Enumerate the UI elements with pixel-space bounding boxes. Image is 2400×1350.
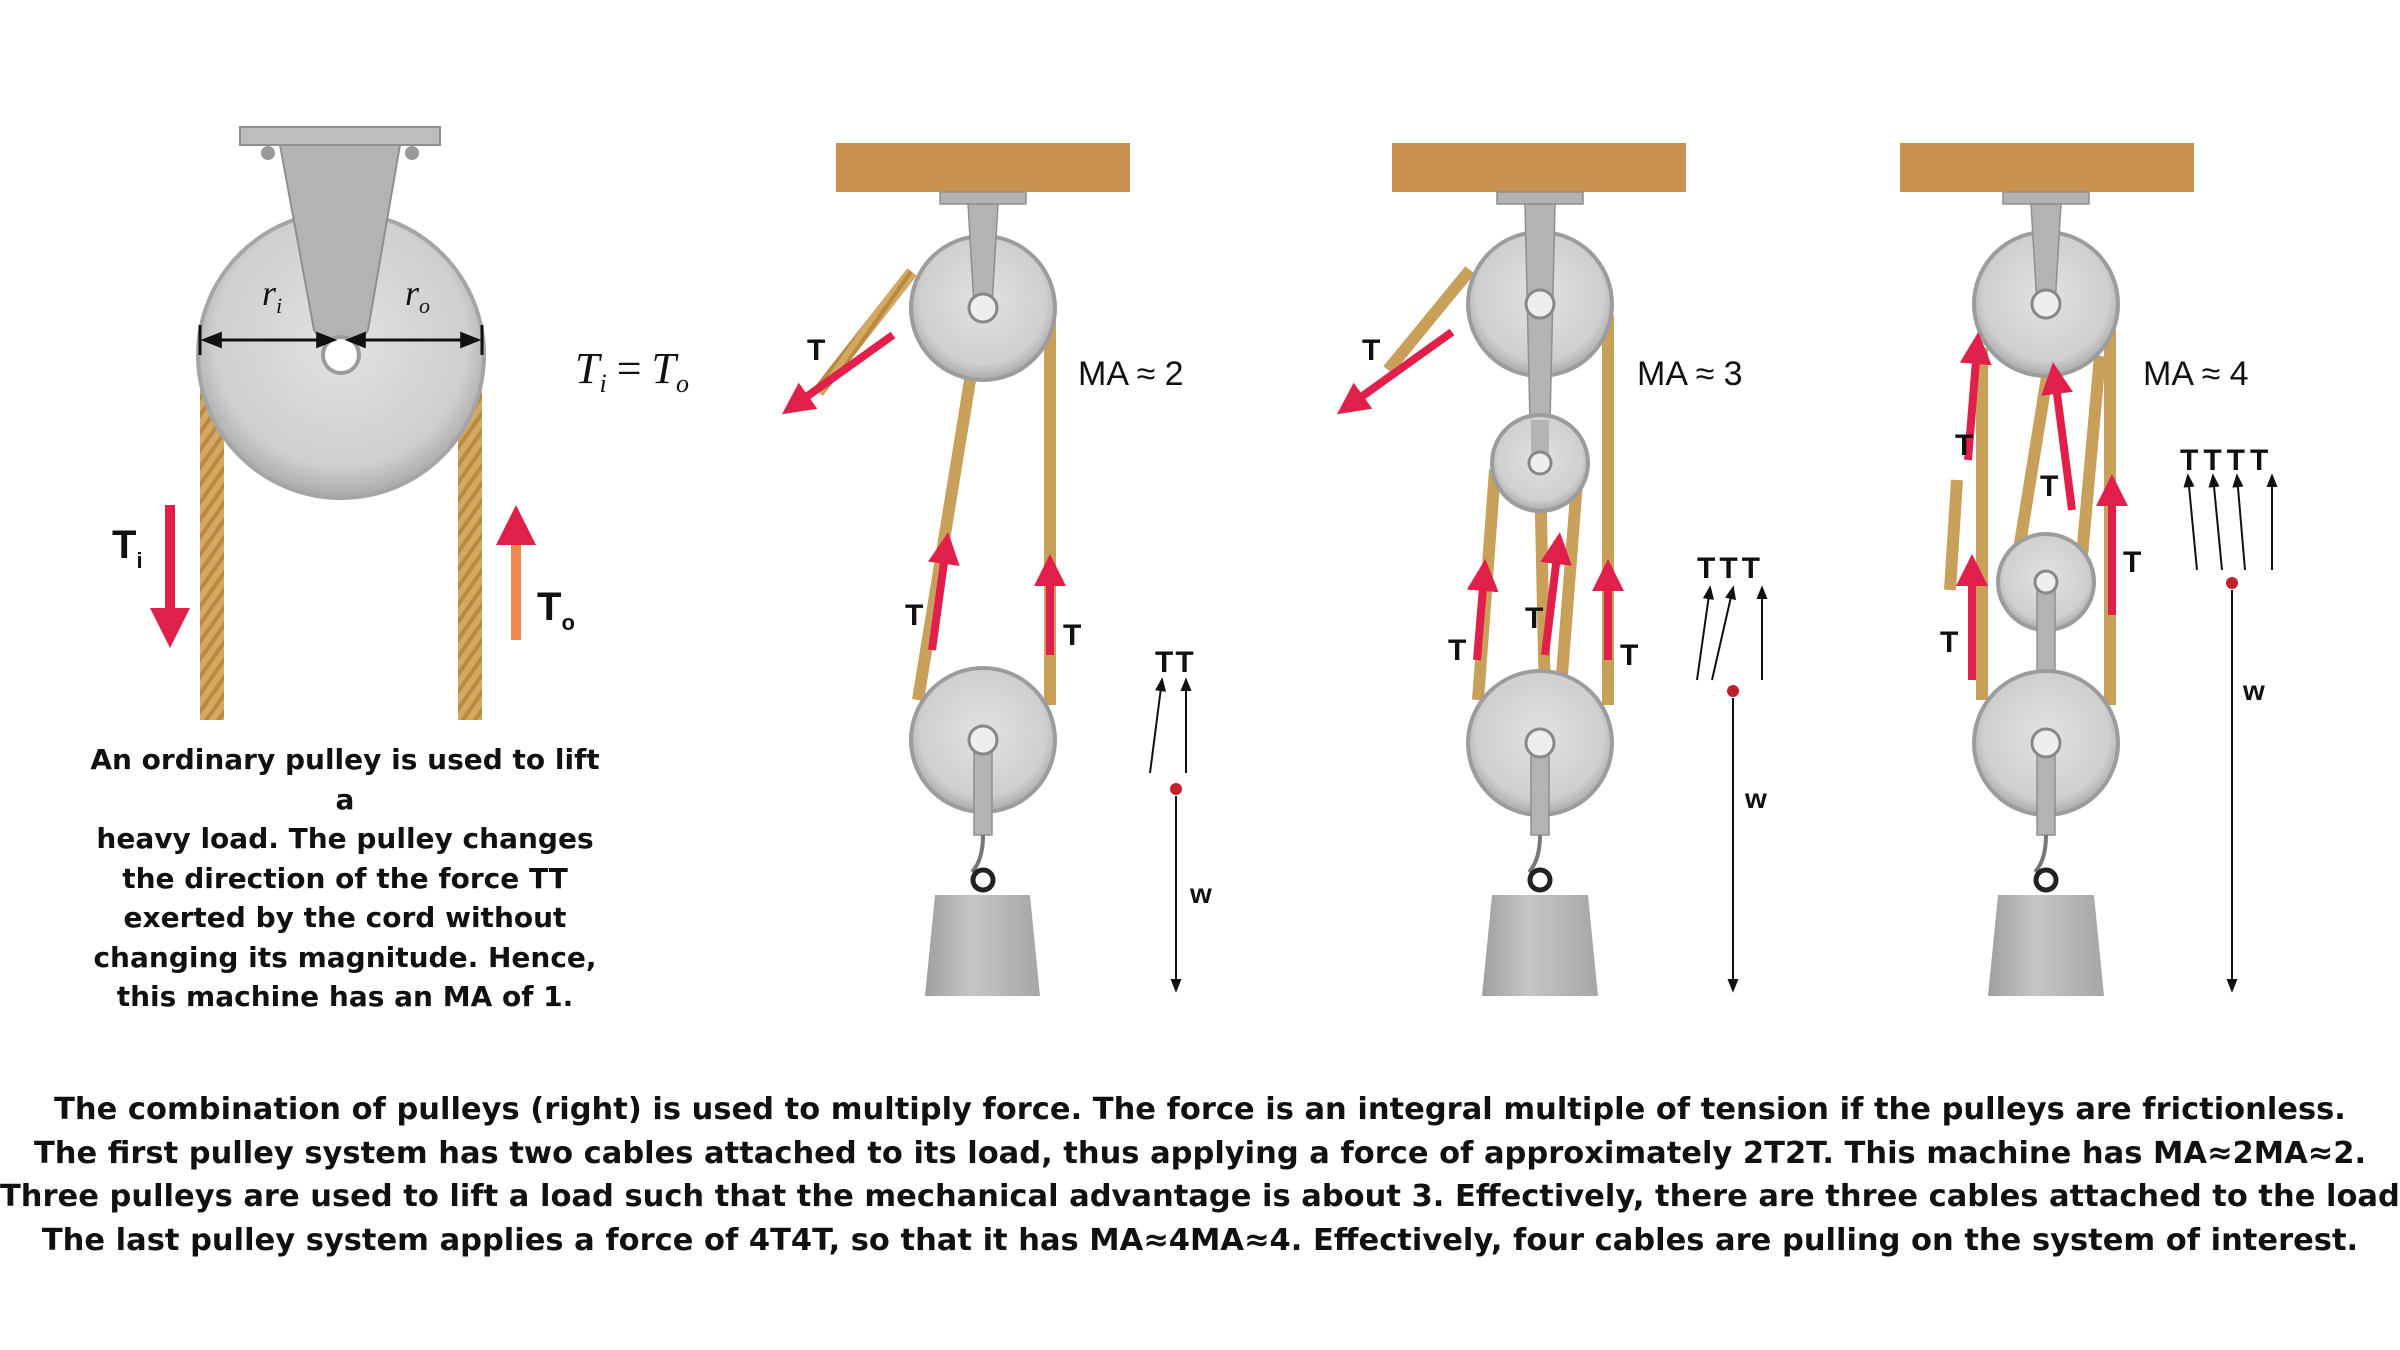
svg-text:ri: ri — [262, 273, 282, 318]
ceiling-beam — [1392, 143, 1686, 192]
single-pulley-caption: An ordinary pulley is used to lift a hea… — [85, 740, 605, 1017]
rope — [1944, 479, 1963, 591]
single-pulley: ri ro Ti To Ti=To — [112, 126, 689, 720]
radius-out-label: r — [405, 273, 420, 313]
rope-left — [200, 380, 224, 720]
weight-label: w — [2242, 675, 2265, 706]
load-weight — [1988, 895, 2104, 996]
rope — [1554, 469, 1584, 701]
load-weight — [925, 895, 1040, 996]
rope — [912, 361, 979, 701]
radius-in-label: r — [262, 273, 277, 313]
tension-label: T — [905, 599, 923, 632]
pulley-system-ma4: T T T T MA ≈ 4 TTTT w — [1900, 143, 2278, 996]
vector-labels: TTTT — [2180, 444, 2273, 477]
ma-label: MA ≈ 2 — [1078, 355, 1184, 393]
ceiling-beam — [836, 143, 1130, 192]
tension-arrow — [927, 532, 960, 651]
tension-label: T — [1448, 634, 1466, 667]
free-body-point — [1170, 783, 1182, 795]
tension-arrow — [1336, 328, 1455, 415]
ceiling-beam — [1900, 143, 2194, 192]
tension-label: T — [807, 334, 825, 367]
equation-lhs: T — [575, 344, 603, 393]
caption-line: The last pulley system applies a force o… — [41, 1222, 2359, 1258]
pulley-system-ma2: T T T MA ≈ 2 TT w — [781, 143, 1212, 996]
tension-arrow — [781, 331, 896, 415]
free-body-point — [1727, 685, 1739, 697]
svg-text:Ti=To: Ti=To — [575, 344, 689, 398]
tension-out-sub: o — [561, 610, 574, 635]
caption-line: Three pulleys are used to lift a load su… — [0, 1179, 2400, 1214]
tension-arrow — [1466, 559, 1499, 661]
rope-right — [458, 380, 482, 720]
free-body-point — [2226, 577, 2238, 589]
radius-in-sub: i — [276, 293, 282, 318]
caption-line: An ordinary pulley is used to lift a — [90, 743, 600, 816]
svg-text:ro: ro — [405, 273, 430, 318]
weight-label: w — [1744, 783, 1767, 814]
tension-label: T — [1940, 626, 1958, 659]
tension-out-label: T — [537, 585, 561, 629]
bottom-caption: The combination of pulleys (right) is us… — [0, 1088, 2400, 1262]
tension-in-sub: i — [136, 548, 142, 573]
tension-arrow — [1959, 332, 1992, 461]
rope — [2076, 355, 2106, 557]
tension-label: T — [2040, 470, 2058, 503]
tension-arrow — [1540, 532, 1572, 656]
rope — [1383, 266, 1475, 374]
pulley-system-ma3: T T T T MA ≈ 3 TTT w — [1336, 143, 1768, 996]
caption-line: changing its magnitude. Hence, — [93, 940, 597, 974]
ma-label: MA ≈ 4 — [2143, 355, 2249, 393]
caption-line: The combination of pulleys (right) is us… — [54, 1092, 2346, 1127]
caption-line: The first pulley system has two cables a… — [33, 1135, 2367, 1171]
mount-plate — [239, 126, 441, 146]
ma-label: MA ≈ 3 — [1637, 355, 1743, 393]
tension-label: T — [1620, 639, 1638, 672]
equation-equals: = — [617, 344, 642, 393]
tension-label: T — [1955, 429, 1973, 462]
vector-labels: TTT — [1697, 552, 1764, 585]
svg-text:Ti: Ti — [112, 523, 143, 573]
svg-text:To: To — [537, 585, 575, 635]
caption-line: the direction of the force TT — [122, 861, 568, 895]
tension-label: T — [1362, 334, 1380, 367]
weight-label: w — [1189, 878, 1212, 909]
load-weight — [1482, 895, 1598, 996]
tension-in-label: T — [112, 523, 136, 567]
caption-line: heavy load. The pulley changes — [96, 822, 594, 855]
tension-label: T — [1525, 602, 1543, 635]
rope — [813, 268, 917, 396]
equation-rhs: T — [652, 344, 680, 393]
caption-line: exerted by the cord without — [123, 901, 567, 934]
tension-label: T — [1063, 619, 1081, 652]
vector-labels: TT — [1155, 646, 1196, 679]
tension-arrow — [2041, 362, 2076, 511]
radius-out-sub: o — [419, 293, 430, 318]
tension-label: T — [2123, 546, 2141, 579]
caption-line: this machine has an MA of 1. — [116, 980, 574, 1013]
rope — [2012, 357, 2056, 557]
